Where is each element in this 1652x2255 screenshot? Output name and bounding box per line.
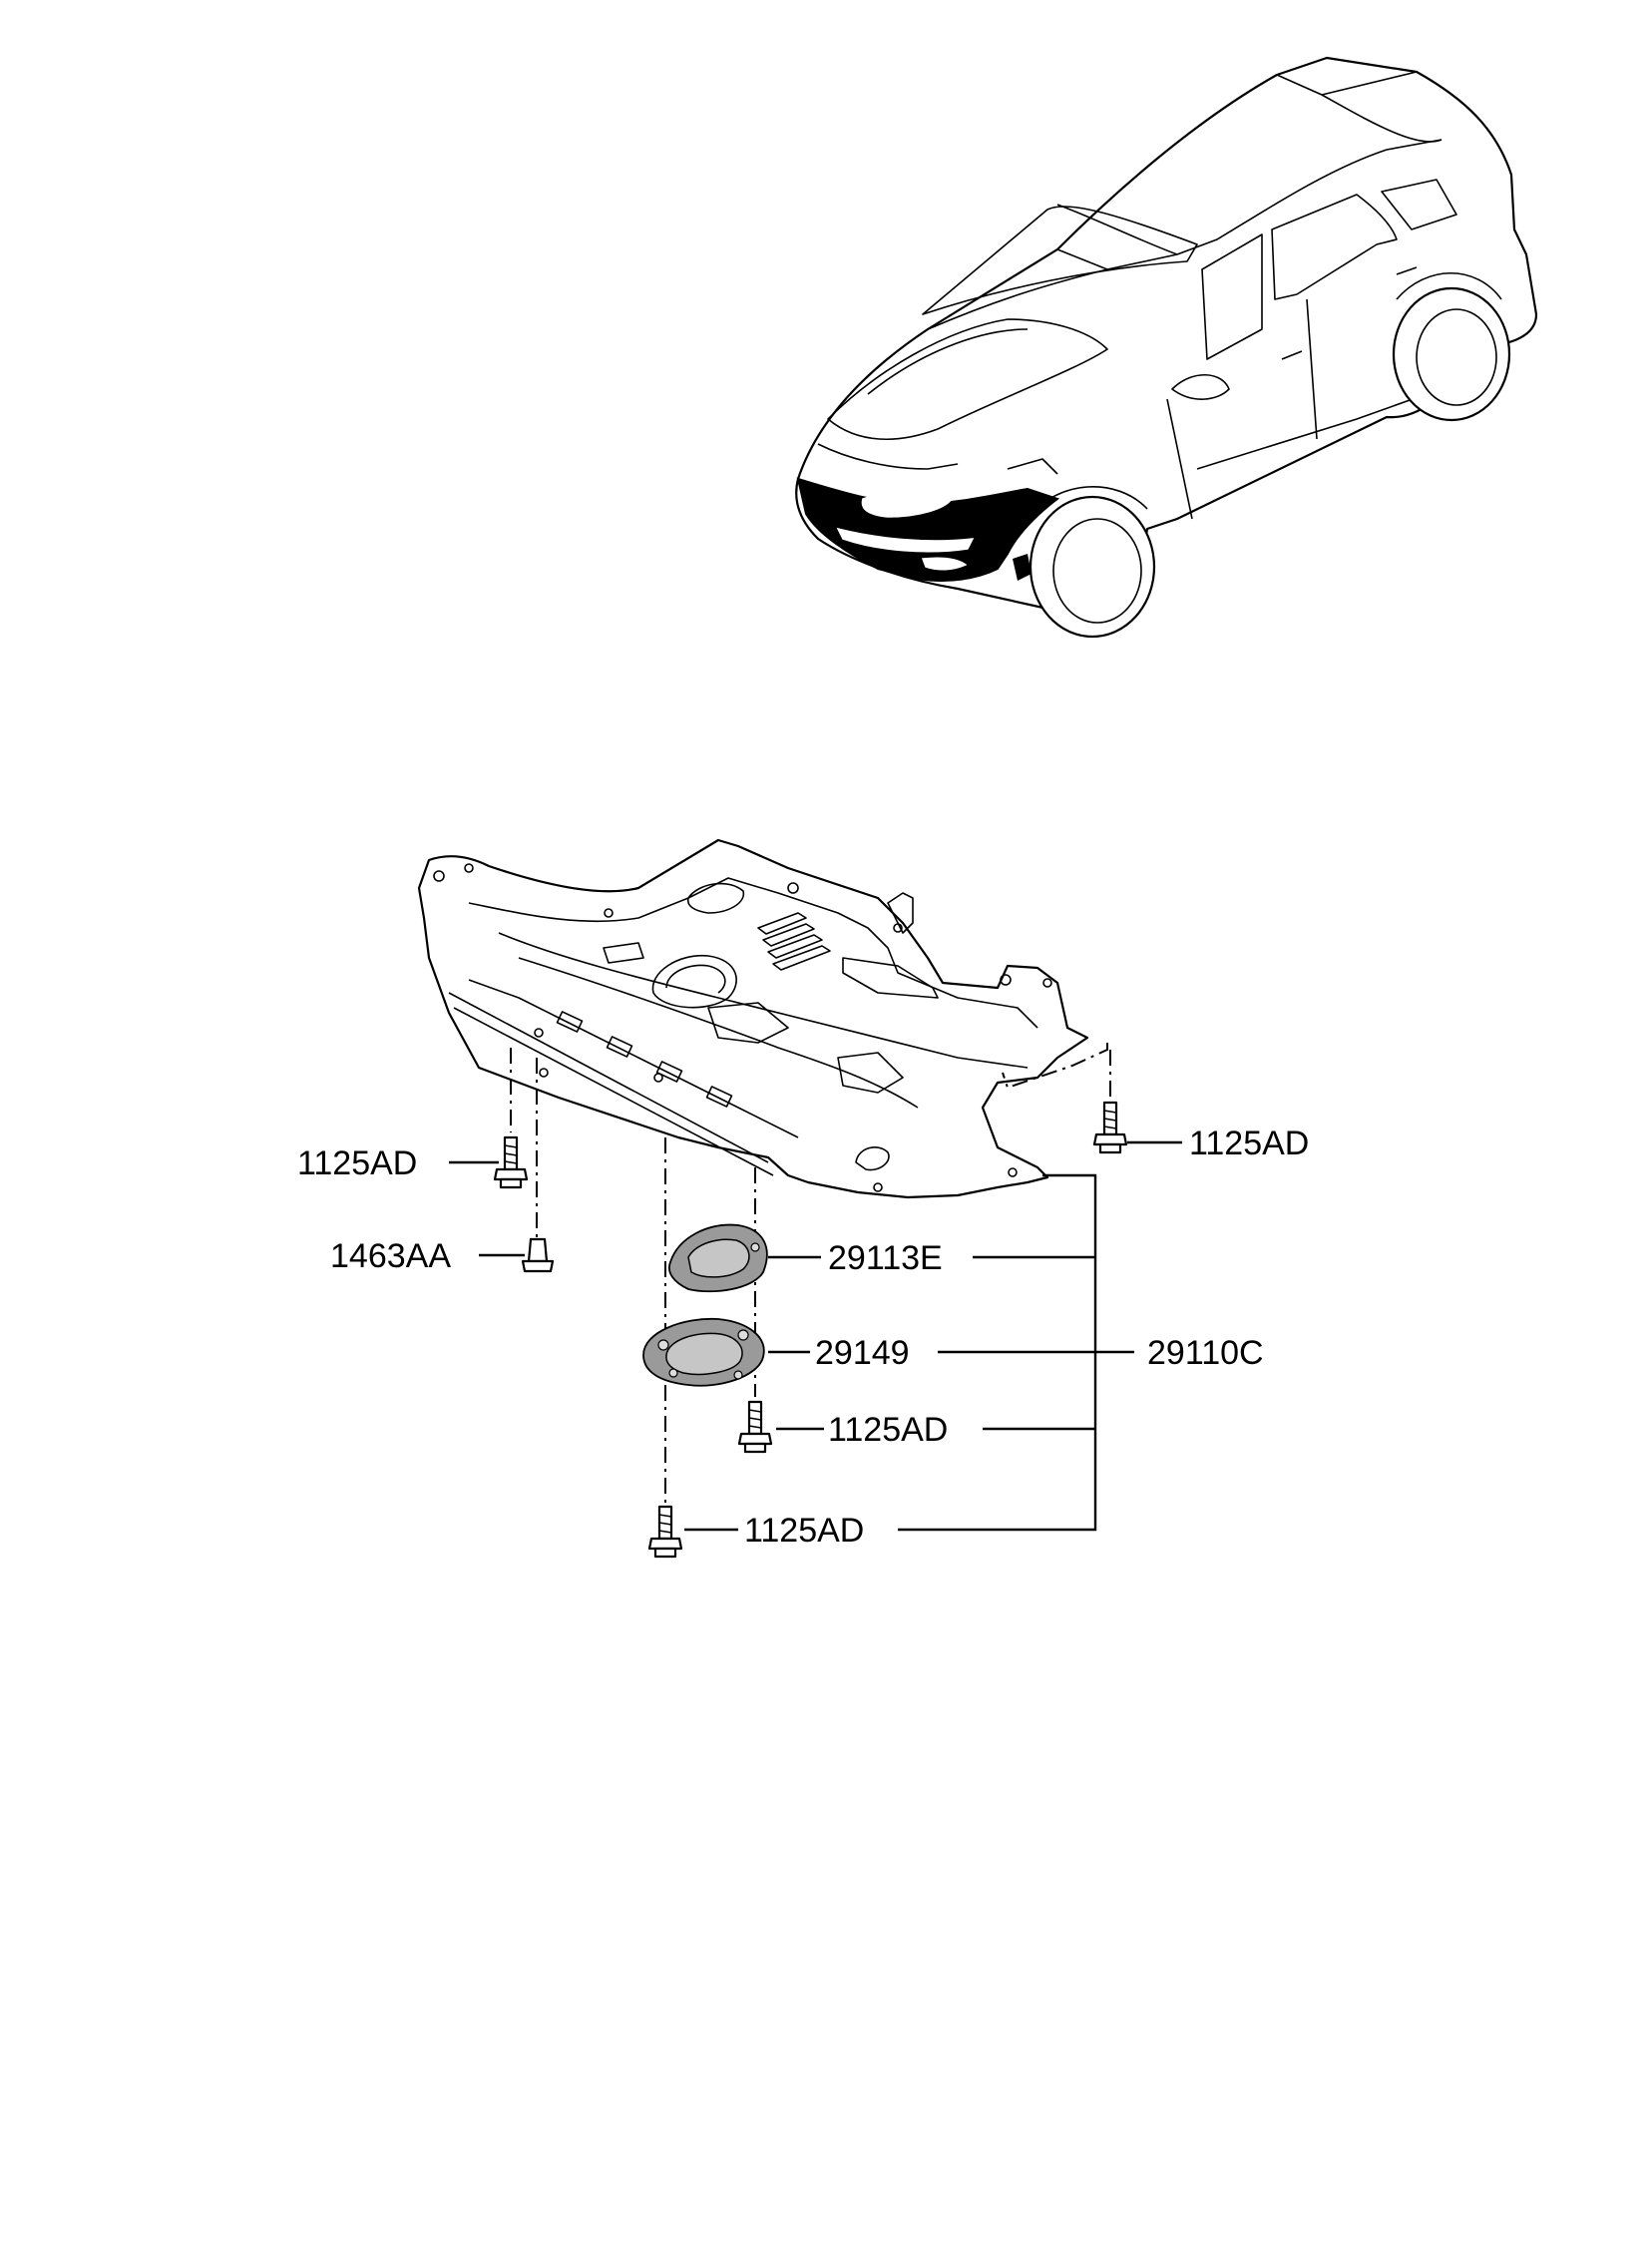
mounting-holes xyxy=(433,863,1052,1192)
callout-labels: 1125AD 1125AD 1463AA 29113E 29149 29110C… xyxy=(297,1125,1309,1550)
label-1125ad-bottom: 1125AD xyxy=(744,1512,864,1550)
bolt-center-icon xyxy=(737,1400,773,1454)
label-29149: 29149 xyxy=(815,1334,910,1372)
vehicle-illustration xyxy=(795,56,1538,639)
bolt-right-icon xyxy=(1092,1101,1128,1154)
bolt-left-icon xyxy=(493,1135,529,1189)
plate-29149-icon xyxy=(642,1317,765,1387)
undercover-panel xyxy=(417,838,1089,1199)
cover-29113e-icon xyxy=(668,1223,768,1293)
clip-1463aa-icon xyxy=(521,1237,555,1273)
leader-lines xyxy=(449,1140,1182,1532)
label-1125ad-left: 1125AD xyxy=(297,1144,417,1182)
label-1125ad-center: 1125AD xyxy=(828,1411,948,1449)
vent-slots xyxy=(757,912,831,971)
label-1125ad-right: 1125AD xyxy=(1189,1125,1309,1162)
label-29110c: 29110C xyxy=(1147,1334,1264,1372)
bolt-bottom-icon xyxy=(647,1505,683,1559)
front-lip-slots xyxy=(556,1011,733,1108)
label-1463aa: 1463AA xyxy=(330,1237,451,1275)
label-29113e: 29113E xyxy=(828,1239,943,1277)
